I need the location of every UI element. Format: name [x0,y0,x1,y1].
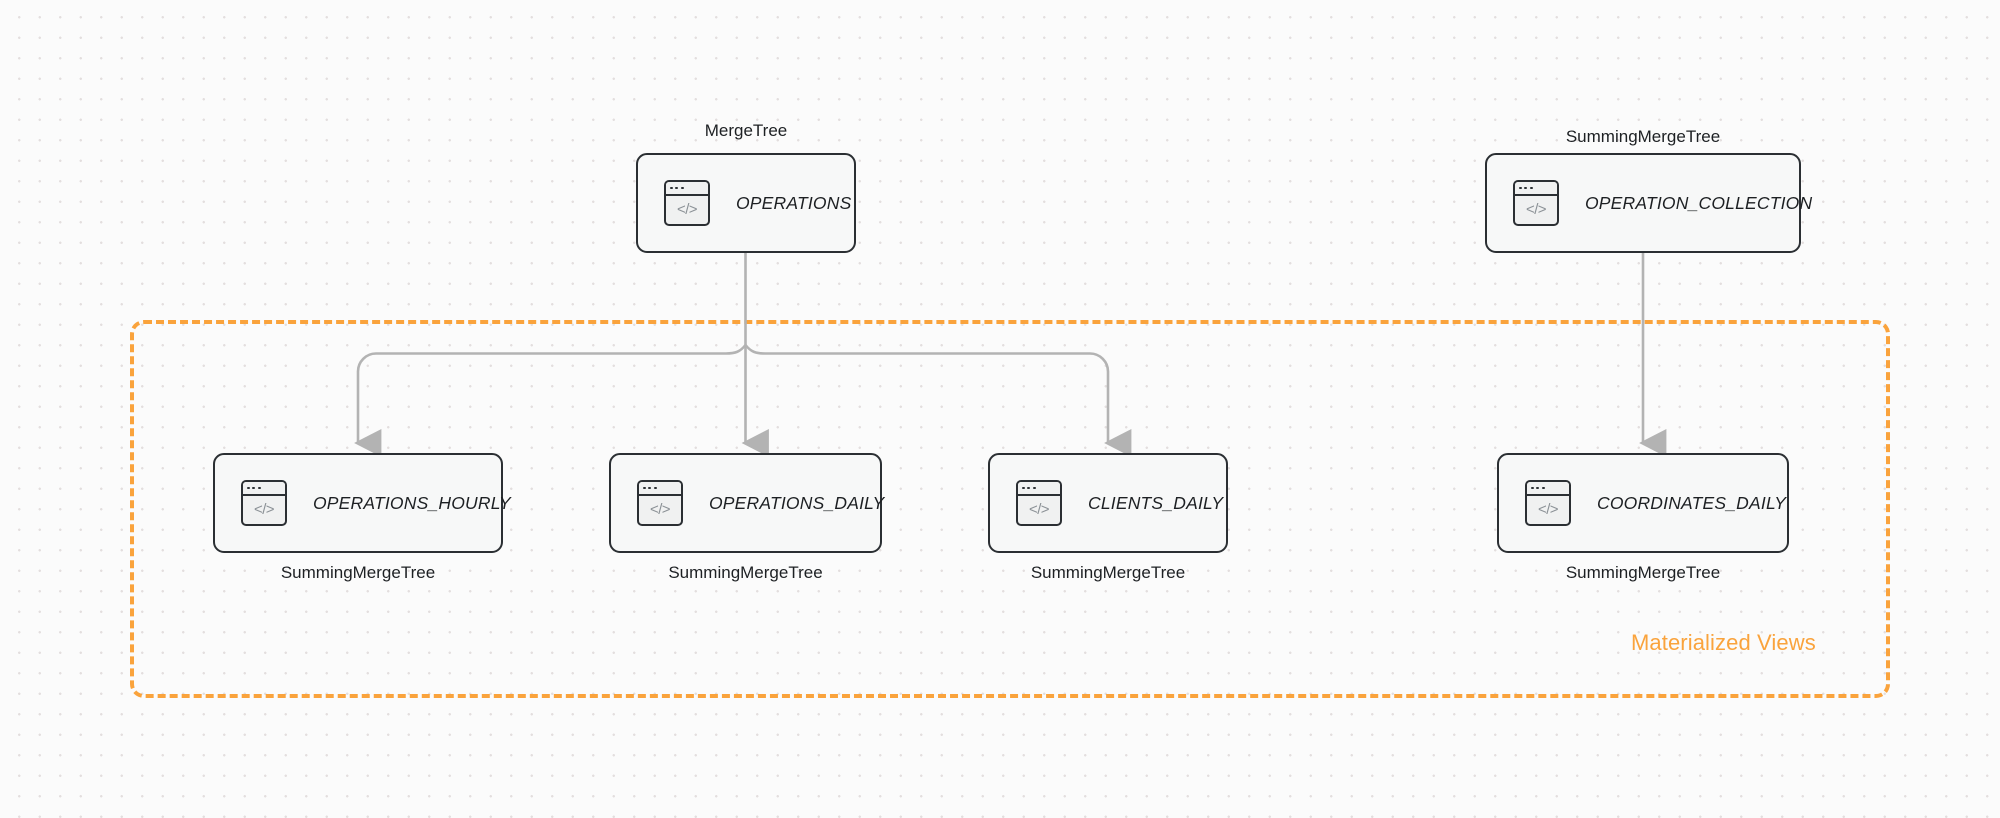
engine-label-clients-daily: SummingMergeTree [1030,563,1186,582]
engine-label-operations-hourly: SummingMergeTree [280,563,436,582]
node-title: OPERATIONS_DAILY [709,492,885,513]
code-window-icon: </> [1016,480,1062,526]
code-window-icon: </> [637,480,683,526]
node-coordinates-daily[interactable]: </> COORDINATES_DAILY [1497,453,1789,553]
node-operations-hourly[interactable]: </> OPERATIONS_HOURLY [213,453,511,553]
engine-label-operations-daily: SummingMergeTree [668,563,823,582]
window-dot [643,486,646,490]
engine-label-operation-collection: SummingMergeTree [1565,127,1721,146]
node-title: OPERATION_COLLECTION [1585,192,1813,213]
window-title-bar [639,482,681,496]
window-dot [670,186,673,190]
window-dot [1529,186,1533,190]
window-dot [653,486,657,490]
window-dot [1524,186,1528,190]
window-dot [680,186,684,190]
window-title-bar [1527,482,1569,496]
code-glyph: </> [1526,201,1546,218]
node-title: COORDINATES_DAILY [1597,492,1787,513]
node-title: OPERATIONS_HOURLY [313,492,511,513]
materialized-views-group [130,320,1890,698]
node-operations-daily[interactable]: </> OPERATIONS_DAILY [609,453,885,553]
node-operations[interactable]: </> OPERATIONS [636,153,856,253]
window-dot [675,186,679,190]
code-window-icon: </> [1513,180,1559,226]
node-title: OPERATIONS [736,192,852,213]
code-glyph: </> [1029,501,1049,518]
code-window-icon: </> [241,480,287,526]
window-dot [1531,486,1534,490]
window-dot [252,486,256,490]
code-glyph: </> [650,501,670,518]
window-dot [648,486,652,490]
code-glyph: </> [1538,501,1558,518]
window-dot [257,486,261,490]
node-operation-collection[interactable]: </> OPERATION_COLLECTION [1485,153,1812,253]
window-dot [1032,486,1036,490]
code-glyph: </> [677,201,697,218]
node-clients-daily[interactable]: </> CLIENTS_DAILY [988,453,1228,553]
window-dot [1536,486,1540,490]
window-dot [1519,186,1522,190]
engine-label-operations: MergeTree [704,121,788,140]
window-title-bar [666,182,708,196]
window-title-bar [243,482,285,496]
code-glyph: </> [254,501,274,518]
window-dot [1541,486,1545,490]
materialized-views-group-label: Materialized Views [1631,630,1816,655]
code-window-icon: </> [664,180,710,226]
window-title-bar [1515,182,1557,196]
engine-label-coordinates-daily: SummingMergeTree [1565,563,1721,582]
window-title-bar [1018,482,1060,496]
node-title: CLIENTS_DAILY [1088,492,1224,513]
window-dot [1022,486,1025,490]
code-window-icon: </> [1525,480,1571,526]
window-dot [247,486,250,490]
window-dot [1027,486,1031,490]
